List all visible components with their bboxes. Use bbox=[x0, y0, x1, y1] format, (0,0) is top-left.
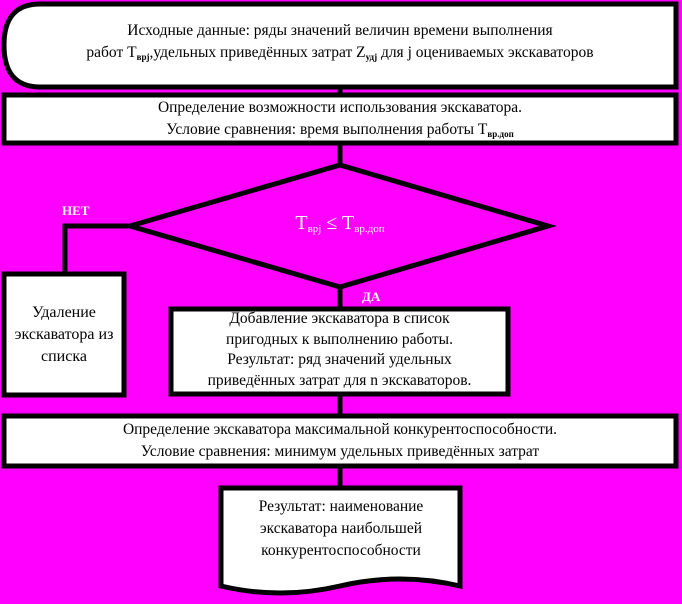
add-line: пригодных к выполнению работы. bbox=[226, 330, 453, 348]
step2-line2: Условие сравнения: минимум удельных прив… bbox=[140, 443, 540, 460]
t: ,удельных приведённых затрат Z bbox=[149, 44, 366, 61]
remove-box bbox=[1, 271, 127, 398]
decision-condition: Tврj ≤ Tвр.доп bbox=[240, 212, 440, 240]
start-line2: работ Tврj,удельных приведённых затрат Z… bbox=[40, 42, 640, 68]
decision-diamond bbox=[121, 162, 557, 290]
step1-box bbox=[1, 92, 679, 146]
t: ≤ T bbox=[321, 212, 355, 234]
step2-box bbox=[1, 413, 679, 469]
sub: врj bbox=[307, 223, 322, 235]
result-text: Результат: наименование экскаватора наиб… bbox=[258, 498, 424, 559]
t: для j оцениваемых экскаваторов bbox=[377, 44, 594, 61]
result-document bbox=[218, 485, 463, 596]
sub: вр.доп bbox=[487, 129, 514, 139]
start-text: Исходные данные: ряды значений величин в… bbox=[40, 20, 640, 68]
remove-text: Удаление экскаватора из списка bbox=[14, 304, 114, 365]
sub: врj bbox=[136, 52, 150, 62]
step2-line1: Определение экскаватора максимальной кон… bbox=[122, 421, 558, 438]
no-label: НЕТ bbox=[62, 203, 90, 218]
step2-text: Определение экскаватора максимальной кон… bbox=[4, 419, 676, 463]
sub: удj bbox=[365, 52, 378, 62]
start-line1: Исходные данные: ряды значений величин в… bbox=[127, 22, 553, 39]
no-connector bbox=[62, 223, 130, 274]
add-line: Добавление экскаватора в список bbox=[229, 310, 450, 327]
step1-line2: Условие сравнения: время выполнения рабо… bbox=[4, 119, 676, 145]
step1-text: Определение возможности использования эк… bbox=[4, 97, 676, 145]
start-terminator bbox=[1, 1, 679, 90]
yes-label: ДА bbox=[362, 289, 381, 304]
add-line: Результат: ряд значений удельных bbox=[227, 351, 452, 368]
step1-line1: Определение возможности использования эк… bbox=[157, 99, 523, 116]
t: T bbox=[295, 212, 308, 234]
add-text: Добавление экскаватора в список пригодны… bbox=[173, 309, 506, 391]
t: Условие сравнения: время выполнения рабо… bbox=[166, 121, 488, 138]
t: работ T bbox=[86, 44, 137, 61]
sub: вр.доп bbox=[354, 223, 385, 235]
add-line: приведённых затрат для n экскаваторов. bbox=[207, 371, 472, 389]
